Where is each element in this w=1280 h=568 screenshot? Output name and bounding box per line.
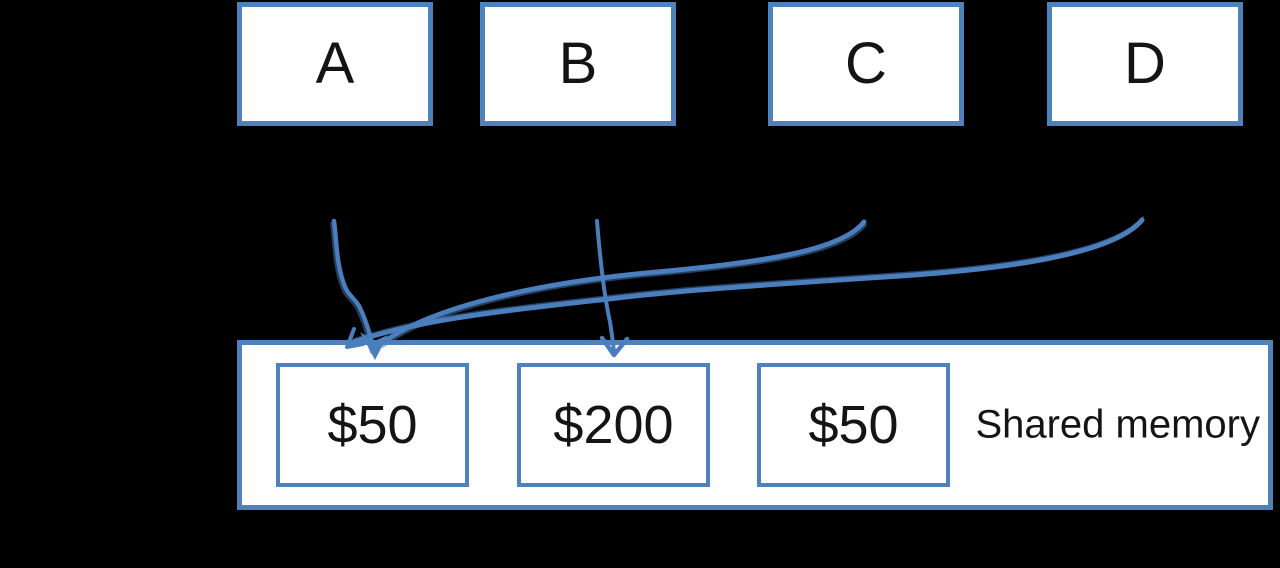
arrow-a-line: [331, 218, 377, 354]
process-box-b: B: [480, 2, 676, 126]
process-label-a: A: [315, 31, 355, 96]
shared-memory-label: Shared memory: [975, 402, 1260, 447]
memory-cell-2-value: $200: [553, 395, 674, 455]
process-label-b: B: [558, 31, 598, 96]
process-label-d: D: [1124, 31, 1166, 96]
arrow-d-line-echo: [348, 216, 1144, 342]
process-box-c: C: [768, 2, 964, 126]
arrow-c-line-echo: [382, 224, 867, 348]
memory-cell-3-value: $50: [808, 395, 899, 455]
process-box-a: A: [237, 2, 433, 126]
arrow-d-line: [345, 217, 1145, 347]
memory-cell-3: $50: [757, 363, 950, 487]
memory-cell-1: $50: [276, 363, 469, 487]
memory-cell-2: $200: [517, 363, 710, 487]
arrow-c-line: [378, 219, 867, 347]
process-box-d: D: [1047, 2, 1243, 126]
shared-memory-box: $50 $200 $50 Shared memory: [237, 340, 1273, 510]
arrow-b-line: [595, 219, 616, 353]
arrow-a-line-echo: [330, 222, 372, 354]
memory-cell-1-value: $50: [327, 395, 418, 455]
process-label-c: C: [845, 31, 887, 96]
